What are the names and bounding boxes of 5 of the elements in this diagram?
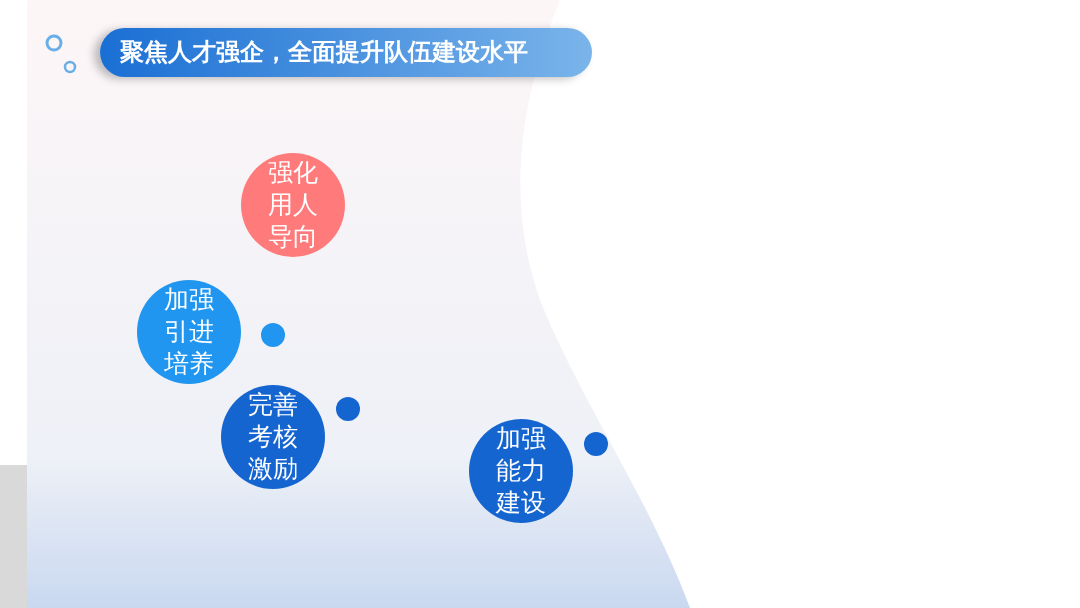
circle-label: 加强能力建设 bbox=[495, 423, 547, 519]
circle-label: 完善考核激励 bbox=[247, 389, 299, 485]
circle-label: 强化用人导向 bbox=[267, 157, 319, 253]
title-banner: 聚焦人才强企，全面提升队伍建设水平 bbox=[100, 28, 592, 77]
circle-label: 加强引进培养 bbox=[163, 284, 215, 380]
